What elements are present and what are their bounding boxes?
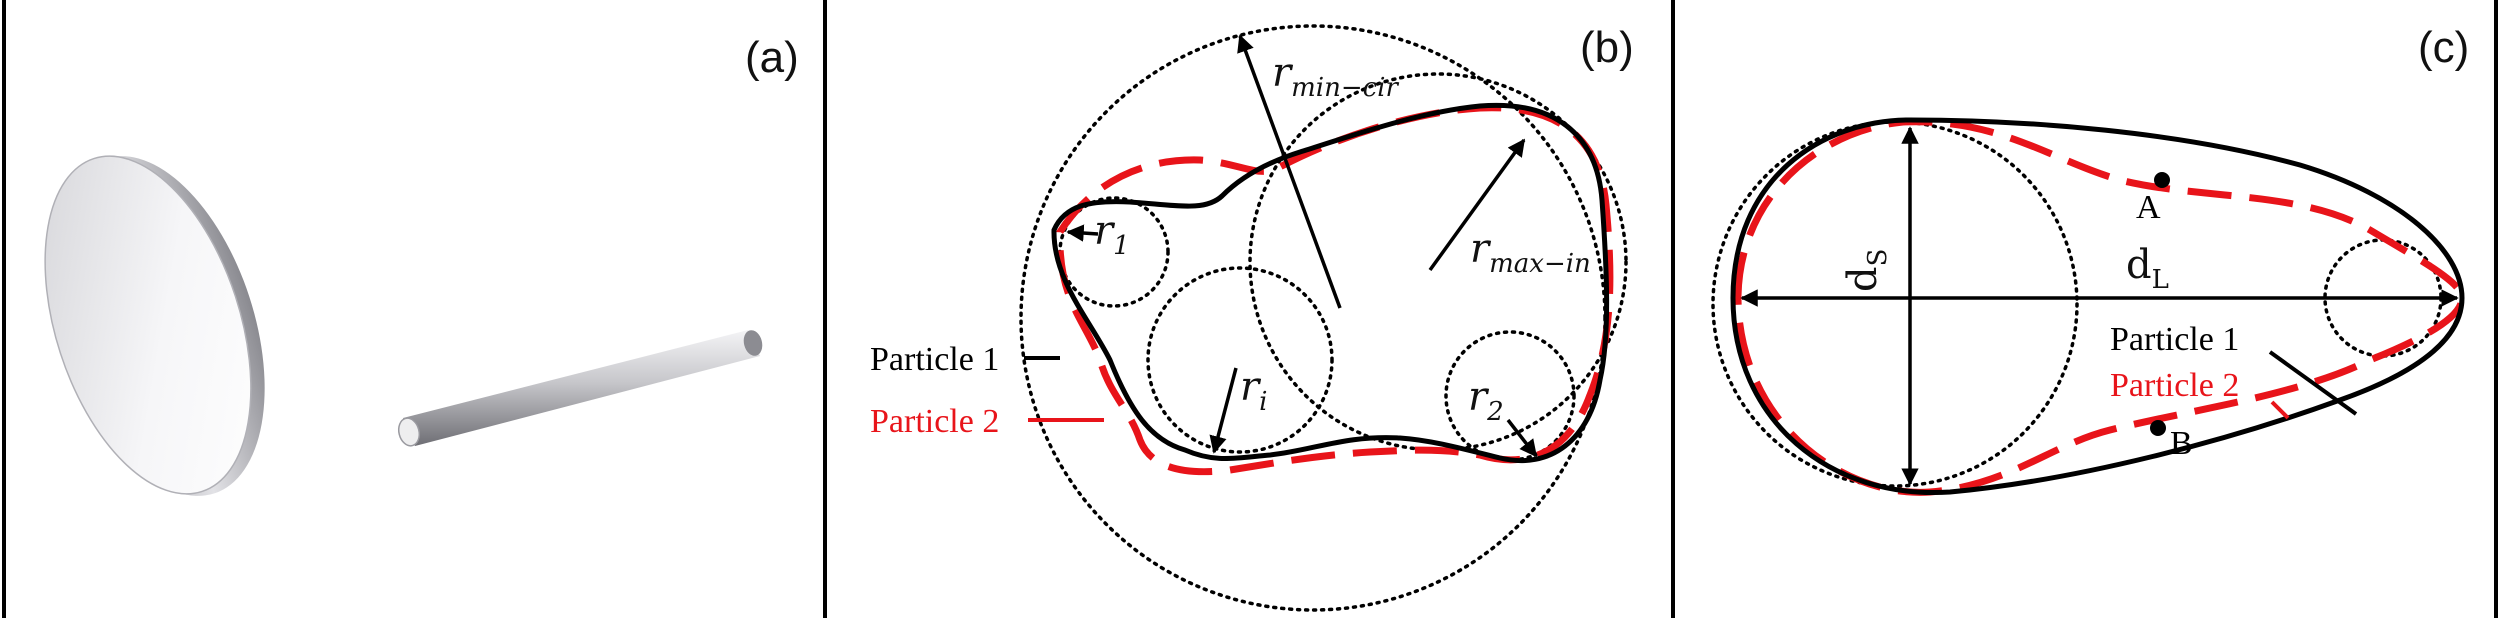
r1-label: r1	[1094, 208, 1130, 261]
r-max-in-label: rmax−in	[1470, 226, 1591, 279]
ri-label: ri	[1240, 364, 1267, 417]
legend-c-particle-2-leader	[2270, 400, 2290, 420]
r2-label: r2	[1468, 374, 1504, 427]
panel-c: (c) dS dL A B Particle 1 Particle 2	[1711, 23, 2469, 496]
r-max-in-arrow	[1428, 138, 1526, 272]
particle-1-outline-c	[1730, 117, 2465, 496]
particle-1-outline	[1051, 102, 1610, 464]
rod-illustration	[397, 330, 763, 447]
panel-a: (a)	[44, 33, 799, 496]
ri-arrow	[1209, 367, 1238, 454]
particle-2-outline	[1056, 104, 1614, 476]
panel-c-label: (c)	[2418, 23, 2469, 72]
r-min-cir-label: rmin−cir	[1272, 50, 1400, 103]
min-circumscribed-circle	[1019, 24, 1607, 612]
legend-c-particle-1: Particle 1	[2110, 321, 2239, 358]
point-a-label: A	[2136, 189, 2161, 226]
point-b-label: B	[2170, 425, 2193, 462]
disk-illustration	[44, 155, 265, 496]
legend-c-particle-1-leader	[2268, 350, 2358, 416]
legend-particle-2: Particle 2	[870, 403, 999, 440]
point-b-marker	[2150, 420, 2166, 436]
panel-b: (b) rmin−cir rmax−in r1 ri r2 Particle 1…	[870, 23, 1634, 612]
panel-a-label: (a)	[745, 33, 799, 82]
inscribed-circle-ri	[1146, 266, 1334, 454]
point-a-marker	[2154, 172, 2170, 188]
inscribed-circle-r2	[1444, 330, 1576, 462]
r1-arrow	[1066, 224, 1099, 242]
legend-c-particle-2: Particle 2	[2110, 367, 2239, 404]
legend-particle-1: Particle 1	[870, 341, 999, 378]
max-inscribed-circle-c	[1711, 120, 2079, 488]
panel-b-label: (b)	[1580, 23, 1634, 72]
r2-arrow	[1506, 418, 1538, 458]
r-min-cir-arrow	[1237, 34, 1342, 309]
d-l-label: dL	[2126, 242, 2169, 295]
particle-2-outline-c	[1734, 118, 2466, 496]
d-s-label: dS	[1840, 249, 1893, 292]
